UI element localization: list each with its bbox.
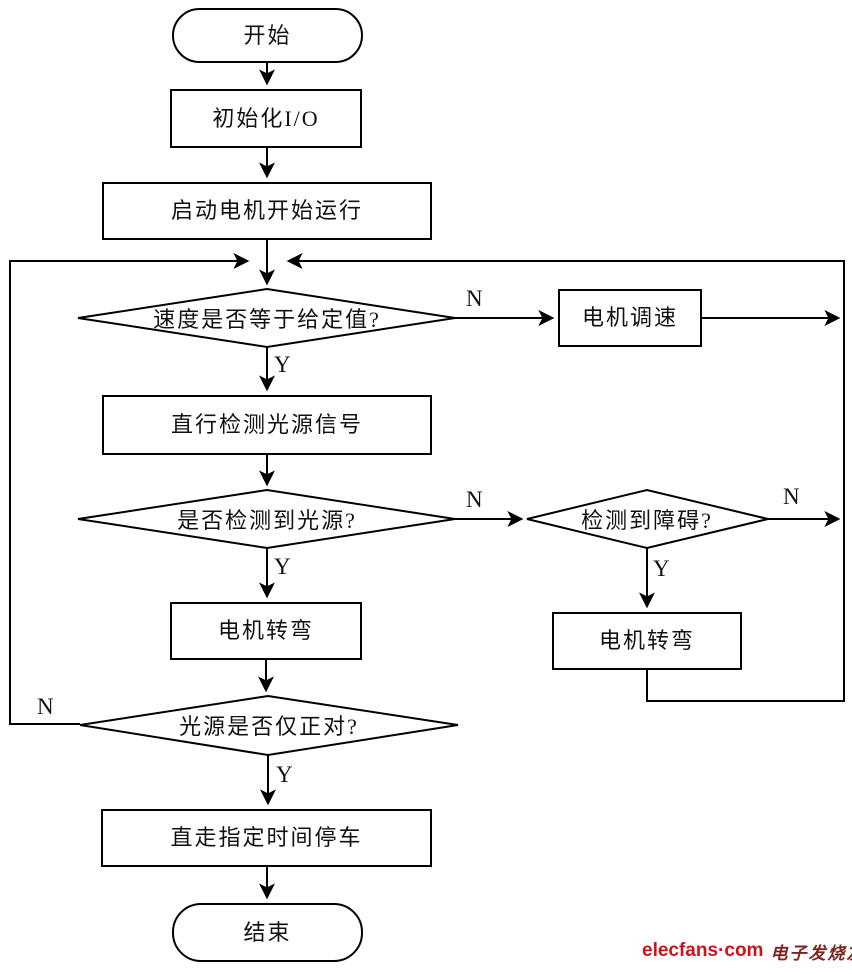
node-straight-detect-label: 直行检测光源信号 (170, 412, 363, 438)
edge-label-facing-n: N (37, 694, 54, 719)
node-straight-stop-label: 直走指定时间停车 (170, 825, 363, 851)
watermark-brand-logo: elecfans·com (642, 940, 764, 961)
decision-light-shape (77, 488, 456, 550)
node-start-motor-label: 启动电机开始运行 (170, 198, 363, 224)
node-start-label: 开始 (243, 22, 292, 48)
edge-facing-n-loop (9, 253, 250, 725)
edge-label-speed-n: N (466, 286, 483, 311)
edge-label-obstacle-n: N (783, 484, 800, 509)
node-init-io: 初始化I/O (170, 89, 362, 148)
node-motor-speed-adjust: 电机调速 (558, 289, 702, 347)
edge-label-speed-y: Y (274, 352, 291, 377)
edge-label-light-n: N (466, 487, 483, 512)
node-motor-turn-right: 电机转弯 (552, 612, 742, 670)
edge-right-rail-loop (286, 253, 845, 702)
node-end: 结束 (172, 903, 363, 962)
node-straight-stop: 直走指定时间停车 (101, 809, 432, 867)
edge-label-obstacle-y: Y (653, 556, 670, 581)
decision-obstacle-shape (526, 488, 769, 550)
node-motor-turn-left-label: 电机转弯 (217, 618, 314, 644)
edge-label-facing-y: Y (276, 762, 293, 787)
decision-facing-shape (79, 694, 459, 757)
node-motor-turn-right-label: 电机转弯 (598, 628, 695, 654)
node-start-motor: 启动电机开始运行 (102, 182, 432, 240)
decision-speed-shape (77, 287, 456, 349)
node-motor-speed-adjust-label: 电机调速 (581, 305, 678, 331)
watermark-tagline: 电子发烧友 (770, 943, 852, 964)
watermark: elecfans·com 电子发烧友 (642, 936, 852, 966)
node-start: 开始 (172, 8, 363, 63)
edge-label-light-y: Y (274, 554, 291, 579)
node-init-io-label: 初始化I/O (212, 105, 320, 131)
node-motor-turn-left: 电机转弯 (170, 602, 362, 660)
node-straight-detect: 直行检测光源信号 (102, 395, 432, 455)
node-end-label: 结束 (243, 919, 292, 945)
